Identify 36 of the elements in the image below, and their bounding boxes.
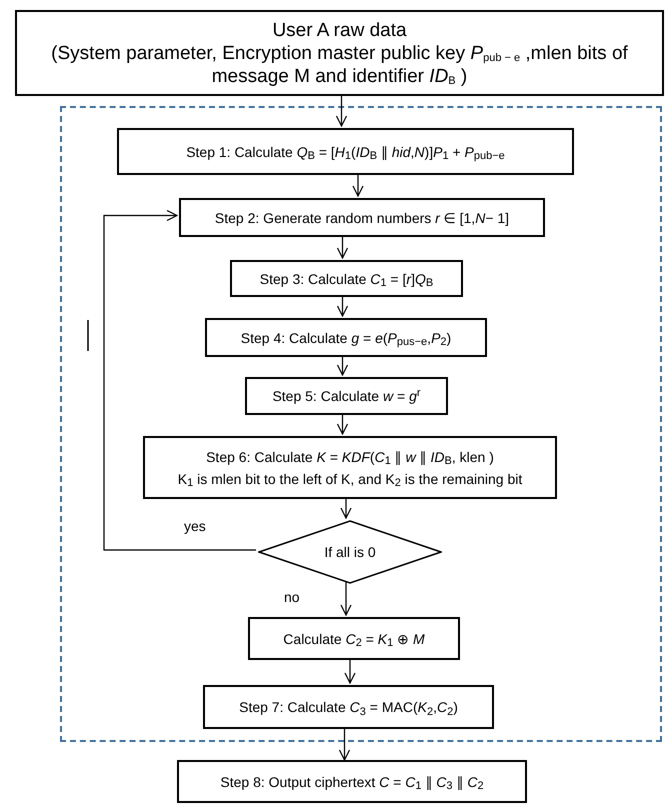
description: (System parameter, Encryption master public key P$_{pub − e}$ ,mlen bits of message M and identifier ID$_{B}$ ) [50, 42, 629, 88]
step-text: Calculate C$_{2}$ = K$_{1}$ ⊕ M [283, 630, 425, 650]
step-text: If all is 0 [324, 543, 376, 562]
process-box [179, 198, 545, 237]
arrow [103, 210, 256, 551]
step-text: Step 8: Output ciphertext C = C$_{1}$ ∥ C$_{3}$ ∥ C$_{2}$ [220, 772, 484, 792]
step-text: Step 5: Calculate w = g$^{r}$ [272, 386, 421, 406]
arrow [336, 413, 348, 435]
arrow [336, 235, 348, 259]
process-box [248, 617, 460, 660]
process-box [245, 377, 448, 415]
arrow [344, 658, 356, 684]
arrow [340, 497, 352, 519]
arrow [340, 582, 352, 616]
process-box [117, 128, 574, 175]
process-box [15, 10, 664, 96]
arrow [338, 727, 350, 761]
arrow [336, 96, 348, 127]
process-box [143, 436, 557, 499]
step-text: Step 6: Calculate K = KDF(C$_{1}$ ∥ w ∥ ID$_{B}$, klen ) [206, 448, 494, 468]
step-text: Step 4: Calculate g = e(P$_{pus−e}$,P$_{2}$) [240, 328, 452, 348]
process-box [205, 318, 487, 357]
step-text: K$_{1}$ is mlen bit to the left of K, and K$_{2}$ is the remaining bit [178, 470, 522, 490]
step-text: Step 7: Calculate C$_{3}$ = MAC(K$_{2}$,C$_{2}$) [239, 698, 458, 718]
process-box [177, 760, 527, 803]
step-text: Step 2: Generate random numbers r ∈ [1,N− 1] [214, 208, 510, 228]
arrow [336, 355, 348, 376]
dashed-group-frame [60, 106, 662, 742]
step-text: Step 1: Calculate Q$_{B}$ = [H$_{1}$(ID$_{B}$ ∥ hid,N)]P$_{1}$ + P$_{pub−e}$ [186, 142, 505, 162]
process-box [203, 685, 494, 729]
decision-diamond [258, 520, 442, 584]
heading: User A raw data [272, 18, 407, 42]
arrow [352, 173, 364, 197]
arrow [336, 295, 348, 317]
process-box [230, 260, 463, 297]
step-text: Step 3: Calculate C$_{1}$ = [r]Q$_{B}$ [260, 270, 434, 290]
